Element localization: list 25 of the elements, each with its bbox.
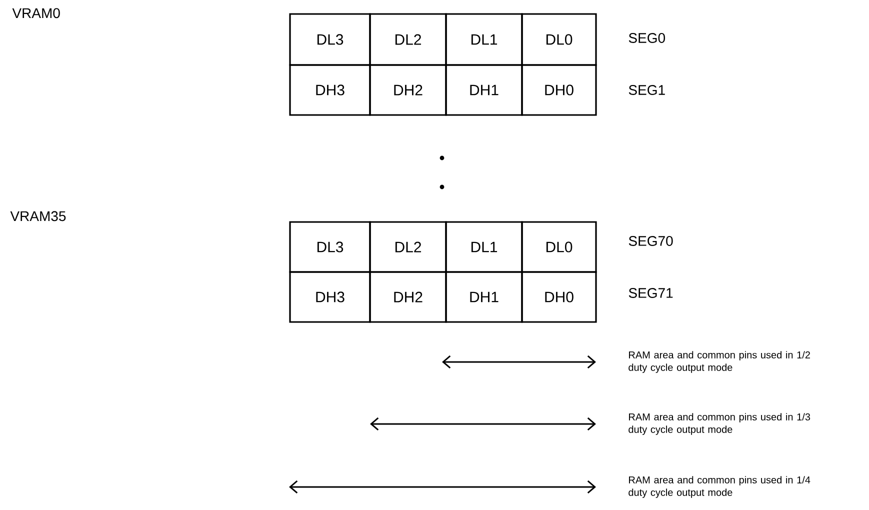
note-text: RAM area and common pins used in 1/3 duty cycle output mode bbox=[628, 413, 810, 435]
segment-label: SEG70 bbox=[628, 236, 673, 246]
table-cell: DL1 bbox=[445, 13, 523, 66]
table-cell: DL3 bbox=[289, 13, 371, 66]
segment-label: SEG0 bbox=[628, 33, 666, 43]
table-cell: DL2 bbox=[369, 13, 447, 66]
table-cell: DH0 bbox=[521, 271, 597, 323]
table-cell: DL1 bbox=[445, 221, 523, 273]
table-cell: DH3 bbox=[289, 271, 371, 323]
note-text: RAM area and common pins used in 1/4 duty cycle output mode bbox=[628, 476, 810, 498]
table-cell: DL2 bbox=[369, 221, 447, 273]
segment-label: SEG1 bbox=[628, 85, 665, 95]
segment-label: SEG71 bbox=[628, 288, 673, 298]
memory-label: VRAM0 bbox=[12, 8, 60, 18]
table-cell: DH1 bbox=[445, 64, 523, 116]
table-cell: DL0 bbox=[521, 221, 597, 273]
table-cell: DL3 bbox=[289, 221, 371, 273]
table-cell: DH2 bbox=[369, 271, 447, 323]
table-cell: DH1 bbox=[445, 271, 523, 323]
table-cell: DH0 bbox=[521, 64, 597, 116]
memory-label: VRAM35 bbox=[10, 211, 66, 222]
table-cell: DH2 bbox=[369, 64, 447, 116]
note-text: RAM area and common pins used in 1/2 duty cycle output mode bbox=[628, 351, 810, 373]
table-cell: DH3 bbox=[289, 64, 371, 116]
table-cell: DL0 bbox=[521, 13, 597, 66]
